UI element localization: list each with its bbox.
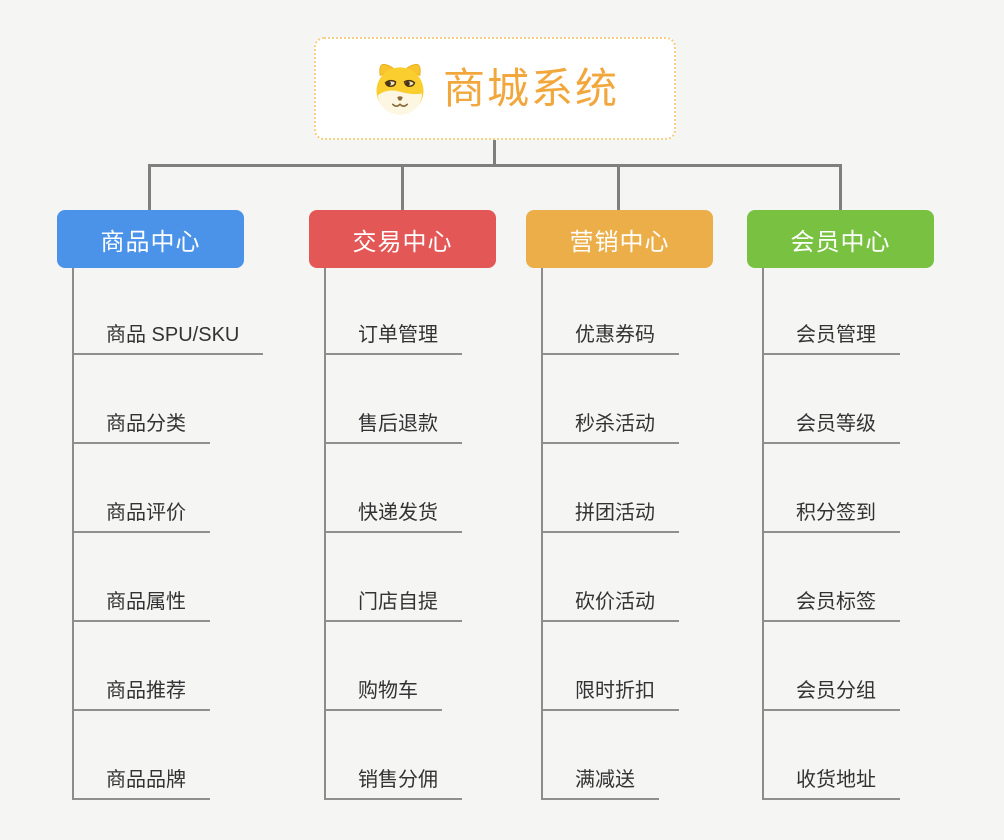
- branch-child-node[interactable]: 收货地址: [764, 711, 900, 800]
- branch-member-center: 会员中心 会员管理会员等级积分签到会员标签会员分组收货地址: [747, 210, 934, 800]
- branch-child-node[interactable]: 满减送: [543, 711, 659, 800]
- branch-child-node[interactable]: 销售分佣: [326, 711, 462, 800]
- branch-header-product-center[interactable]: 商品中心: [57, 210, 244, 268]
- branch-child-node[interactable]: 购物车: [326, 622, 442, 711]
- branch-child-node[interactable]: 商品评价: [74, 444, 210, 533]
- branch-children-member-center: 会员管理会员等级积分签到会员标签会员分组收货地址: [762, 268, 900, 800]
- connector-drop-2: [401, 164, 404, 210]
- branch-child-node[interactable]: 优惠券码: [543, 268, 679, 355]
- branch-child-node[interactable]: 积分签到: [764, 444, 900, 533]
- branch-child-node[interactable]: 限时折扣: [543, 622, 679, 711]
- connector-stem: [493, 140, 496, 167]
- dog-face-icon: [376, 63, 424, 114]
- branch-child-node[interactable]: 售后退款: [326, 355, 462, 444]
- branch-child-node[interactable]: 订单管理: [326, 268, 462, 355]
- branch-child-node[interactable]: 商品推荐: [74, 622, 210, 711]
- root-title: 商城系统: [442, 64, 619, 112]
- branch-child-node[interactable]: 商品品牌: [74, 711, 210, 800]
- connector-drop-4: [839, 164, 842, 210]
- branch-child-node[interactable]: 会员等级: [764, 355, 900, 444]
- branch-child-node[interactable]: 商品 SPU/SKU: [74, 268, 264, 355]
- branch-children-marketing-center: 优惠券码秒杀活动拼团活动砍价活动限时折扣满减送: [541, 268, 679, 800]
- branch-child-node[interactable]: 快递发货: [326, 444, 462, 533]
- branch-child-node[interactable]: 会员分组: [764, 622, 900, 711]
- connector-drop-3: [617, 164, 620, 210]
- branch-child-node[interactable]: 会员管理: [764, 268, 900, 355]
- branch-header-trade-center[interactable]: 交易中心: [309, 210, 496, 268]
- branch-child-node[interactable]: 秒杀活动: [543, 355, 679, 444]
- branch-children-trade-center: 订单管理售后退款快递发货门店自提购物车销售分佣: [324, 268, 462, 800]
- branch-header-marketing-center[interactable]: 营销中心: [526, 210, 713, 268]
- branch-child-node[interactable]: 商品属性: [74, 533, 210, 622]
- connector-drop-1: [148, 164, 151, 210]
- connector-horizontal: [148, 164, 842, 167]
- branch-child-node[interactable]: 拼团活动: [543, 444, 679, 533]
- branch-marketing-center: 营销中心 优惠券码秒杀活动拼团活动砍价活动限时折扣满减送: [526, 210, 713, 800]
- branch-child-node[interactable]: 门店自提: [326, 533, 462, 622]
- branch-child-node[interactable]: 商品分类: [74, 355, 210, 444]
- branch-trade-center: 交易中心 订单管理售后退款快递发货门店自提购物车销售分佣: [309, 210, 496, 800]
- branch-child-node[interactable]: 砍价活动: [543, 533, 679, 622]
- branch-header-member-center[interactable]: 会员中心: [747, 210, 934, 268]
- branch-child-node[interactable]: 会员标签: [764, 533, 900, 622]
- root-node[interactable]: 商城系统: [314, 37, 676, 140]
